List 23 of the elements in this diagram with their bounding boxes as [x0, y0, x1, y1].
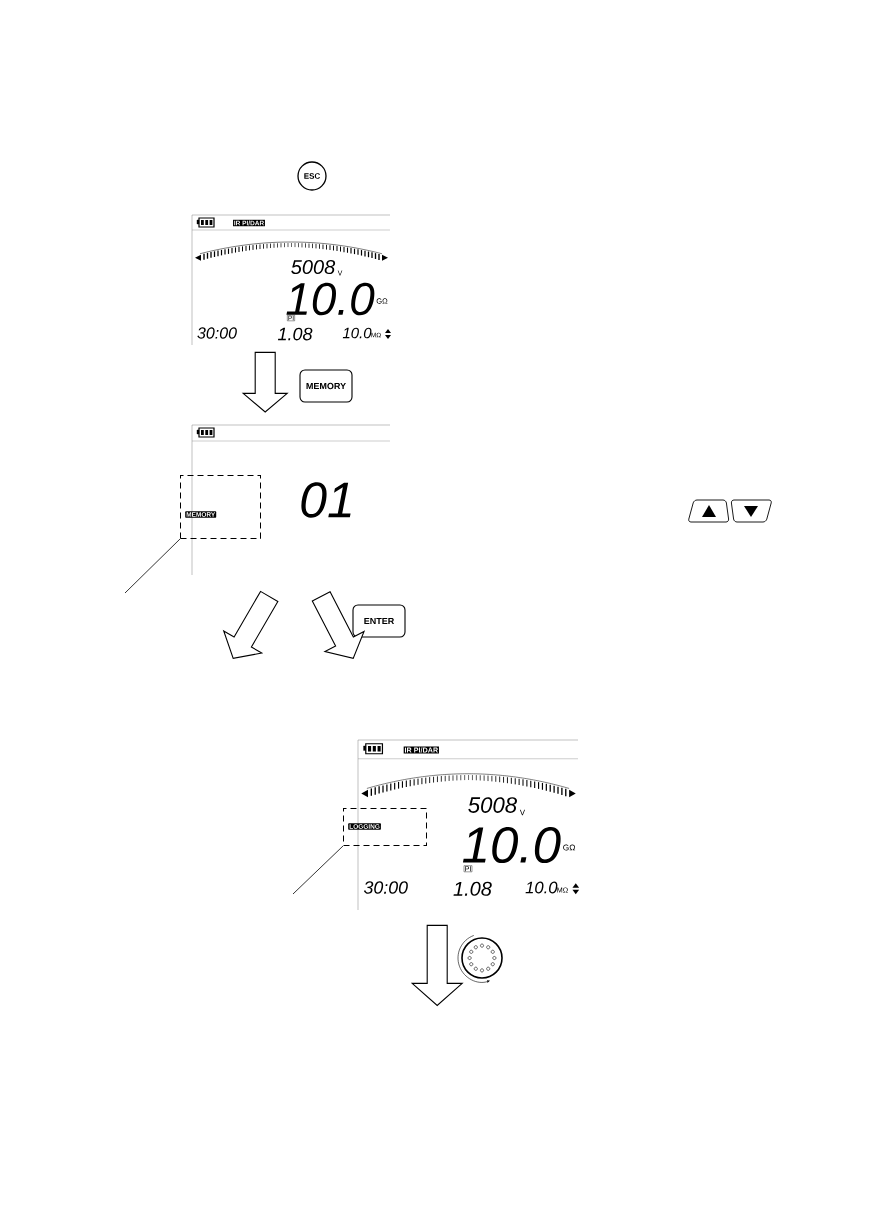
hollow-arrow: [222, 590, 279, 660]
leader-line: [292, 845, 344, 895]
unit-label: GΩ: [563, 844, 576, 851]
timer-reading: 30:00: [363, 881, 408, 894]
voltage-reading: 5008: [291, 259, 336, 275]
pi-reading: 1.08: [277, 327, 313, 341]
rotary-dial: [457, 935, 503, 983]
key-button: MEMORY: [299, 369, 353, 403]
hollow-arrow: [410, 924, 464, 1007]
esc-button: ESC: [297, 161, 327, 191]
pi-reading: 1.08: [453, 881, 492, 896]
resistance-reading: 10.0: [462, 826, 561, 864]
timer-reading: 30:00: [197, 327, 237, 339]
range-reading: 10.0: [342, 327, 372, 339]
voltage-reading: 5008: [468, 797, 517, 813]
resistance-reading: 10.0: [286, 282, 375, 316]
hollow-arrow: [241, 351, 289, 413]
arrow-keys: [688, 499, 772, 523]
hollow-arrow: [311, 591, 366, 660]
key-button: ENTER: [352, 604, 406, 638]
memory-number: 01: [301, 482, 351, 518]
range-reading: 10.0: [525, 881, 558, 894]
leader-line: [124, 538, 181, 594]
